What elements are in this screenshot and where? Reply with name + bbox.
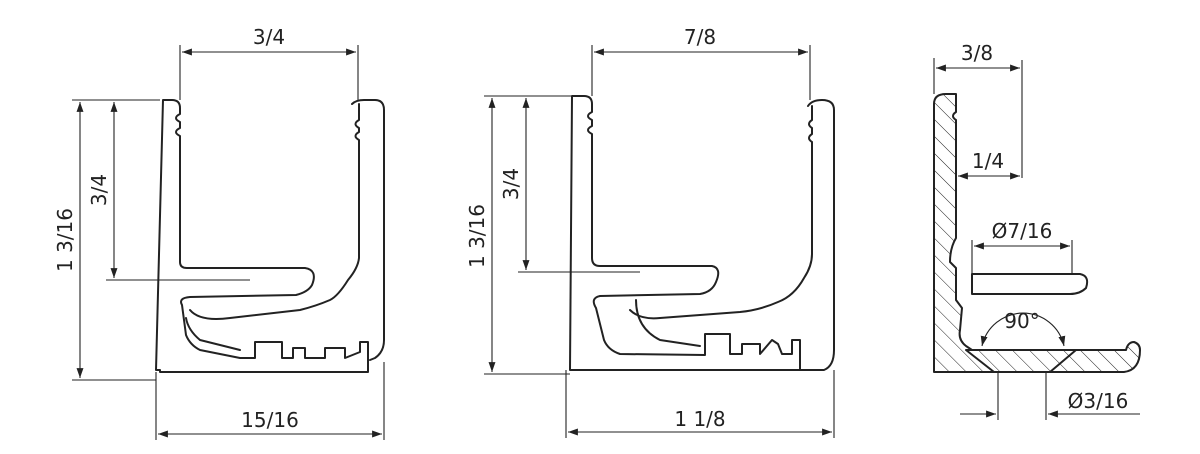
right-profile-countersink <box>965 349 1077 373</box>
middle-profile-right-wall <box>799 99 835 371</box>
left-top-width-label: 3/4 <box>253 25 285 49</box>
right-hole-bottom-dim: Ø3/16 <box>960 372 1140 420</box>
right-hole-bottom-label: Ø3/16 <box>1068 389 1129 413</box>
middle-profile-outline <box>569 95 801 371</box>
middle-top-width-dim: 7/8 <box>591 25 811 100</box>
right-hole-top-label: Ø7/16 <box>992 219 1053 243</box>
left-base-width-dim: 15/16 <box>155 362 385 440</box>
middle-inner-height-label: 3/4 <box>499 168 523 200</box>
middle-profile-inner-channel <box>629 105 813 320</box>
right-top-width-dim: 3/8 <box>933 41 1023 178</box>
right-top-width-label: 3/8 <box>961 41 993 65</box>
right-countersink-angle-dim: 90° <box>980 309 1066 347</box>
right-offset-label: 1/4 <box>972 149 1004 173</box>
left-base-width-label: 15/16 <box>241 408 299 432</box>
middle-base-width-label: 1 1/8 <box>674 407 725 431</box>
left-profile-outline <box>155 99 369 373</box>
middle-inner-height-dim: 3/4 <box>499 95 640 273</box>
right-hole-top-dim: Ø7/16 <box>971 219 1073 274</box>
left-profile-lip <box>185 317 241 351</box>
left-profile <box>155 99 385 373</box>
left-inner-height-dim: 3/4 <box>87 99 250 281</box>
left-top-width-dim: 3/4 <box>179 25 359 100</box>
right-profile-section <box>933 93 1141 373</box>
right-profile <box>933 93 1141 373</box>
middle-profile <box>569 95 835 371</box>
middle-top-width-label: 7/8 <box>684 25 716 49</box>
right-offset-dim: 1/4 <box>958 149 1020 180</box>
right-countersink-angle-label: 90° <box>1004 309 1039 333</box>
left-overall-height-dim: 1 3/16 <box>53 99 160 381</box>
left-profile-inner-channel <box>189 103 360 320</box>
middle-profile-lip <box>635 299 701 347</box>
middle-overall-height-label: 1 3/16 <box>465 204 489 268</box>
left-inner-height-label: 3/4 <box>87 174 111 206</box>
right-profile-tab <box>971 273 1089 295</box>
left-profile-right-wall <box>351 99 385 361</box>
middle-base-width-dim: 1 1/8 <box>565 370 835 438</box>
left-overall-height-label: 1 3/16 <box>53 208 77 272</box>
middle-overall-height-dim: 1 3/16 <box>465 95 572 375</box>
